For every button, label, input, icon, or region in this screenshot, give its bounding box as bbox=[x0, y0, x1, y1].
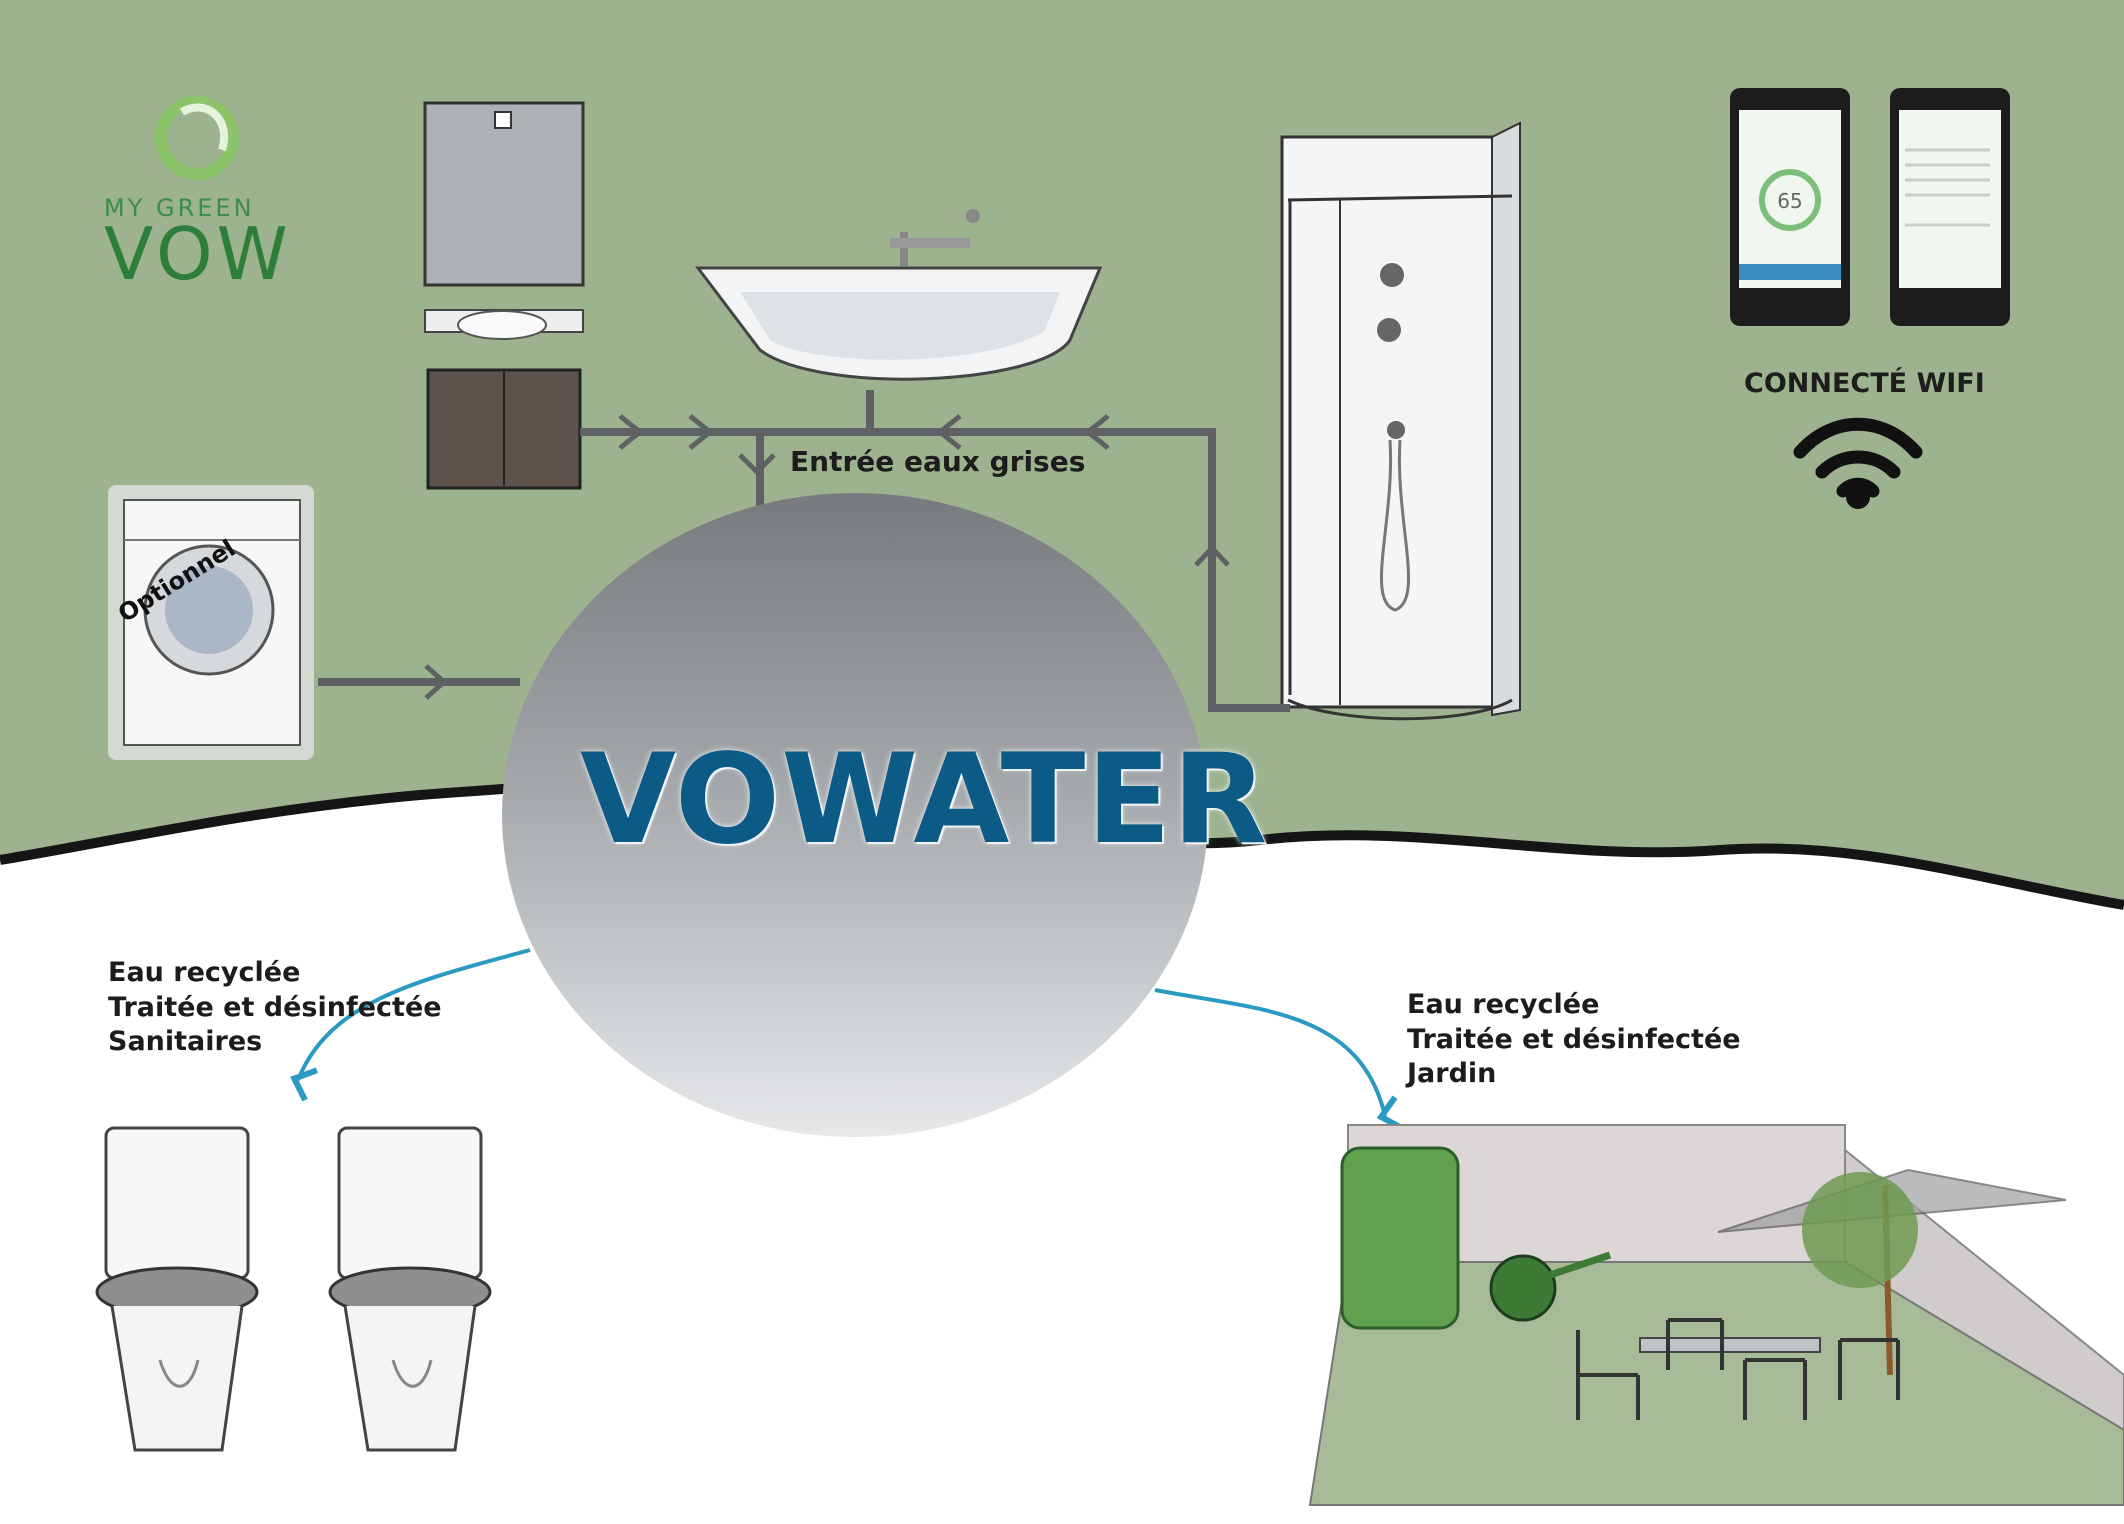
wifi-dot bbox=[1846, 485, 1870, 509]
flow-arrow-sanitary bbox=[290, 948, 531, 1102]
washing-machine-icon bbox=[108, 485, 314, 760]
garden-line-1: Eau recyclée bbox=[1407, 989, 1600, 1020]
logo-brand-top: MY GREEN bbox=[104, 194, 255, 222]
garden-line-3: Jardin bbox=[1407, 1058, 1497, 1090]
phone-score: 65 bbox=[1777, 189, 1802, 213]
garden-line-2: Traitée et désinfectée bbox=[1407, 1023, 1741, 1055]
wifi-icon bbox=[1793, 417, 1923, 498]
logo-brand-main: VOW bbox=[104, 212, 292, 296]
pipe-arrows bbox=[424, 414, 1230, 700]
sanitary-line-1: Eau recyclée bbox=[108, 957, 301, 988]
greywater-inlet-label: Entrée eaux grises bbox=[790, 445, 1086, 478]
shower-cabin-icon bbox=[1280, 121, 1521, 721]
garden-scene-icon bbox=[1308, 1124, 2124, 1506]
sanitary-line-2: Traitée et désinfectée bbox=[108, 991, 442, 1023]
sanitary-output-label: Eau recyclée Traitée et désinfectée Sani… bbox=[108, 956, 442, 1060]
vowater-tank bbox=[502, 493, 1208, 1137]
bathtub-icon bbox=[694, 209, 1103, 381]
sink-cabinet-icon bbox=[423, 101, 585, 490]
vowater-title: VOWATER bbox=[580, 728, 1269, 872]
smartphones-icon: 65 bbox=[1730, 88, 2010, 326]
logo-icon bbox=[155, 96, 239, 180]
flow-arrow-garden bbox=[1154, 988, 1404, 1131]
garden-output-label: Eau recyclée Traitée et désinfectée Jard… bbox=[1407, 988, 1741, 1092]
sanitary-line-3: Sanitaires bbox=[108, 1026, 263, 1058]
wifi-label: CONNECTÉ WIFI bbox=[1744, 368, 1985, 399]
toilet-icon-left bbox=[95, 1126, 259, 1452]
toilet-icon-right bbox=[328, 1126, 492, 1452]
